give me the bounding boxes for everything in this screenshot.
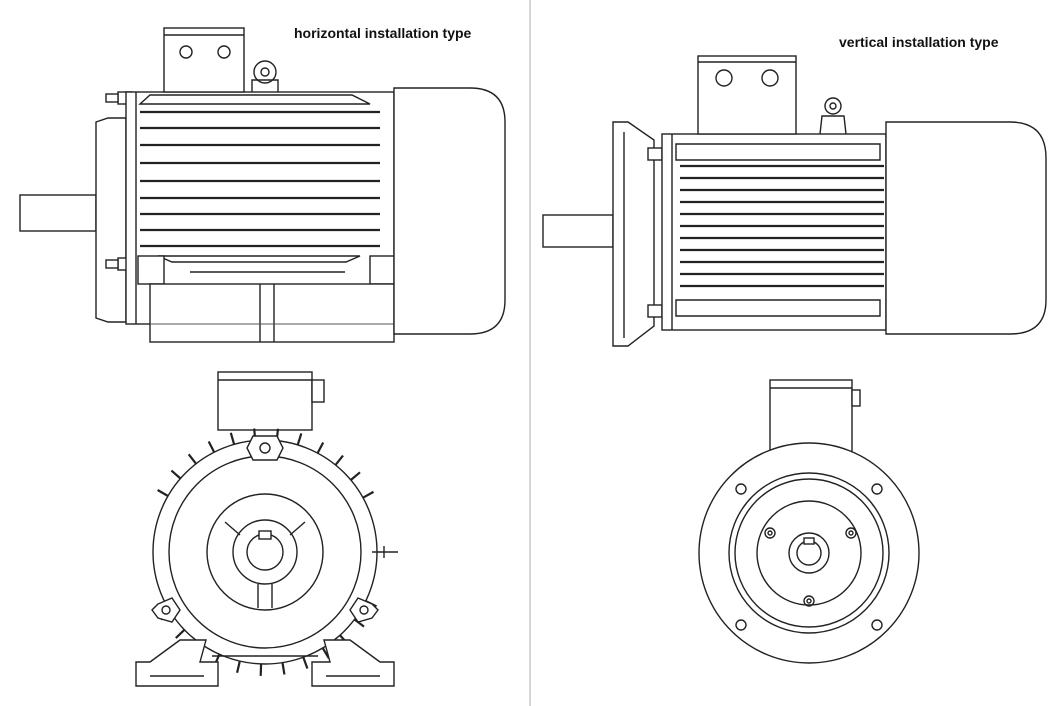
horizontal-shaft [19,194,97,232]
vertical-motor-side-view [542,55,1047,347]
horizontal-terminal-box [163,27,245,93]
radial-fin [157,489,169,497]
horizontal-end-left-nut [151,597,181,623]
horizontal-motor-end-view [135,371,398,687]
vertical-motor-end-view [698,379,920,664]
vertical-end-terminal-box [769,379,853,453]
radial-fin [302,656,309,669]
horizontal-end-right-nut [349,597,379,623]
radial-fin [229,432,236,445]
horizontal-end-left-foot [135,639,219,687]
horizontal-cooling-fins [140,110,380,248]
radial-fin [316,441,325,454]
vertical-terminal-box [697,55,797,135]
vertical-lifting-eye [824,97,842,115]
horizontal-motor-side-view [19,27,506,343]
vertical-end-flange-holes [735,483,883,631]
horizontal-installation-label: horizontal installation type [294,25,472,41]
vertical-shaft [542,214,614,248]
radial-fin [296,433,303,446]
vertical-cooling-fins [680,164,884,288]
horizontal-lifting-eye [253,60,277,84]
radial-fin [175,629,186,639]
radial-fin [207,440,216,453]
horizontal-end-shield [95,117,127,323]
horizontal-end-frame [152,439,378,665]
vertical-end-bearing-holes [764,527,857,607]
horizontal-feet [149,283,395,343]
radial-fin [236,660,241,674]
radial-fin [281,662,286,675]
radial-fin [362,490,375,499]
vertical-fan-cover [885,121,1047,335]
horizontal-end-terminal-box [217,371,313,431]
radial-fin [353,618,365,628]
radial-fin [170,469,182,480]
radial-fin [350,471,361,481]
vertical-flange [612,121,655,347]
horizontal-end-top-nut [246,435,284,461]
vertical-end-flange [698,442,920,664]
radial-fin [187,453,197,465]
radial-fin [334,454,344,466]
horizontal-end-right-foot [311,639,395,687]
horizontal-fan-cover [393,87,506,335]
vertical-installation-label: vertical installation type [839,34,999,50]
